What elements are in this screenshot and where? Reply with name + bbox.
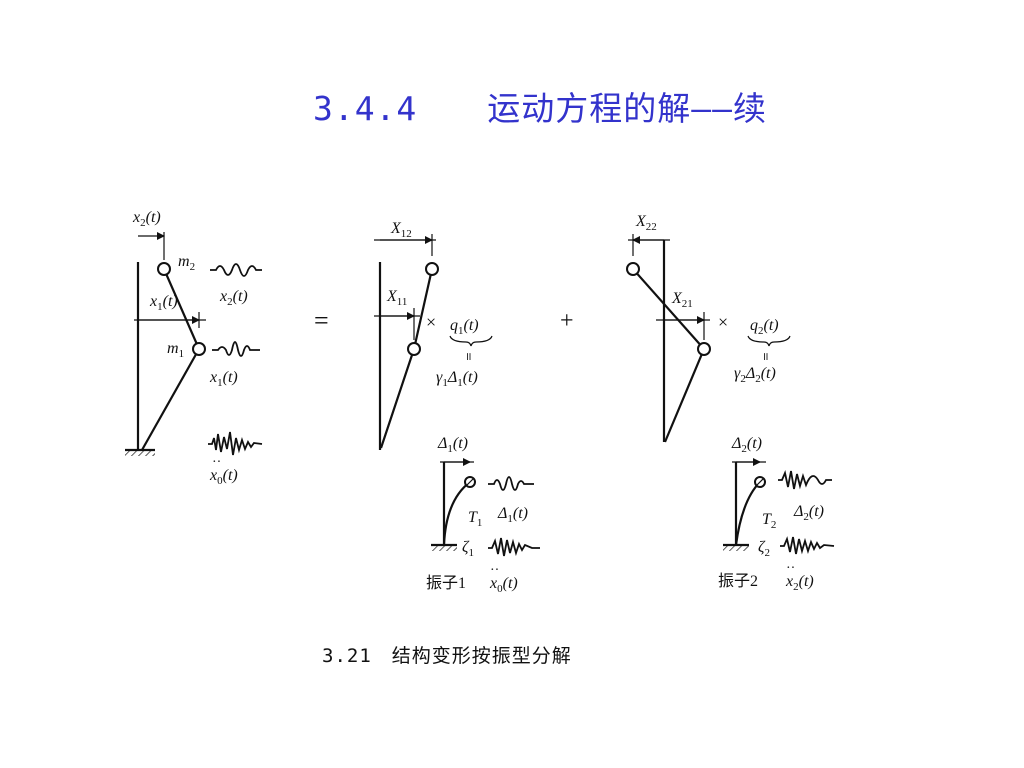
q1-underbrace — [449, 335, 493, 347]
osc1-mass-hatch — [465, 477, 475, 487]
ground-motion-wave — [208, 431, 263, 456]
osc2-delta-top-label: Δ2(t) — [731, 435, 762, 455]
osc1-damping-label: ζ1 — [462, 539, 474, 559]
mode1-times-sign: × — [426, 312, 436, 332]
deformed-column-upper — [162, 268, 201, 350]
osc1-deformed-column — [442, 481, 471, 546]
x2-label: x2(t) — [132, 209, 161, 229]
osc2-ground-hatch — [723, 545, 749, 551]
x1-response-label: x1(t) — [209, 369, 238, 389]
osc1-period-label: T1 — [468, 509, 482, 529]
osc1-delta-top-label: Δ1(t) — [437, 435, 468, 455]
original-frame: x2(t) m2 x1(t) m1 x2(t) x1(t) x0(t) ·· — [125, 209, 263, 487]
q2-equal-marker: ॥ — [762, 351, 769, 363]
gamma2-delta2-label: γ2Δ2(t) — [734, 365, 776, 385]
deformed-column-lower — [141, 348, 200, 451]
section-title: 运动方程的解——续 — [487, 89, 768, 128]
osc1-response-label: Δ1(t) — [497, 505, 528, 525]
oscillator-2-label: 振子2 — [718, 572, 758, 590]
osc1-ground-hatch — [431, 545, 457, 551]
mode1-mass-1 — [407, 342, 421, 356]
m1-label: m1 — [167, 340, 184, 360]
mode2-mass-1 — [697, 342, 711, 356]
mode2-upper-member — [632, 268, 705, 350]
mode2-lower-member — [663, 348, 706, 443]
oscillator-1: Δ1(t) T1 Δ1(t) ζ1 振子1 ·· x0(t) — [426, 435, 540, 595]
X21-label: X21 — [671, 290, 693, 310]
osc2-mass-hatch — [755, 477, 765, 487]
q2-underbrace — [747, 335, 791, 347]
figure-caption: 3.21 结构变形按振型分解 — [322, 645, 572, 667]
x2-response-label: x2(t) — [219, 288, 248, 308]
oscillator-1-label: 振子1 — [426, 574, 466, 592]
osc1-ground-accel-label: x0(t) — [489, 575, 518, 595]
x2-response-wave — [210, 263, 262, 277]
mode2-mass-2 — [626, 262, 640, 276]
osc2-response-wave — [778, 470, 832, 490]
gamma1-delta1-label: γ1Δ1(t) — [436, 369, 478, 389]
osc2-period-label: T2 — [762, 511, 776, 531]
osc2-ground-wave — [780, 536, 835, 555]
X22-label: X22 — [635, 213, 657, 233]
m2-label: m2 — [178, 253, 195, 273]
q2-label: q2(t) — [750, 317, 779, 337]
slide-title: 3.4.4 运动方程的解——续 — [0, 82, 1024, 130]
double-dot-accent: ·· — [212, 455, 221, 470]
osc1-double-dot: ·· — [490, 563, 499, 578]
equals-sign: = — [314, 306, 329, 335]
q1-label: q1(t) — [450, 317, 479, 337]
X12-label: X12 — [390, 220, 412, 240]
plus-sign: + — [560, 308, 574, 334]
x1-label: x1(t) — [149, 293, 178, 313]
mode1-lower-member — [379, 348, 416, 449]
osc2-response-label: Δ2(t) — [793, 503, 824, 523]
ground-acceleration-label: x0(t) — [209, 467, 238, 487]
osc2-ground-accel-label: x2(t) — [785, 573, 814, 593]
X11-label: X11 — [386, 288, 407, 308]
ground-hatch — [125, 450, 155, 456]
q1-equal-marker: ॥ — [465, 351, 472, 363]
osc1-ground-wave — [488, 537, 540, 557]
mass-m1-circle — [192, 342, 206, 356]
mode1-mass-2 — [425, 262, 439, 276]
osc2-double-dot: ·· — [786, 561, 795, 576]
mode-1-shape: X12 X11 × q1(t) ॥ γ1Δ1(t) — [374, 220, 493, 450]
x1-response-wave — [212, 341, 260, 357]
osc2-deformed-column — [734, 481, 761, 546]
section-number: 3.4.4 — [312, 89, 418, 128]
oscillator-2: Δ2(t) T2 Δ2(t) ζ2 振子2 ·· x2(t) — [718, 435, 835, 593]
osc2-damping-label: ζ2 — [758, 539, 770, 559]
mass-m2-circle — [157, 262, 171, 276]
osc1-response-wave — [488, 476, 534, 491]
mode2-times-sign: × — [718, 312, 728, 332]
mode-2-shape: X22 X21 × q2(t) ॥ γ2Δ2(t) — [626, 213, 791, 443]
mode1-upper-member — [412, 268, 434, 350]
